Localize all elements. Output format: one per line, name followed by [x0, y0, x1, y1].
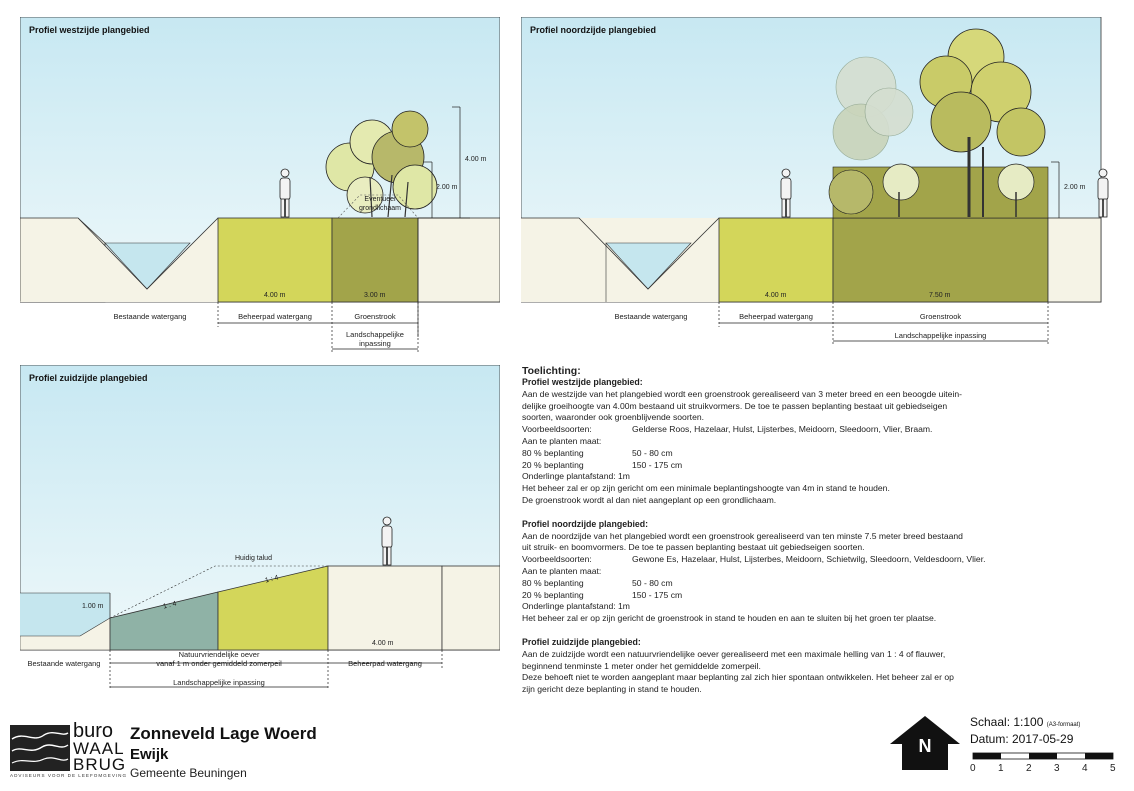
logo-brug: BRUG: [73, 755, 127, 774]
label-inpassing: Landschappelijke inpassing: [346, 330, 404, 348]
north-arrow-icon: [890, 716, 960, 770]
scale-tick: 1: [998, 763, 1004, 774]
west-text: Aan de westzijde van het plangebied word…: [522, 388, 963, 423]
scale-ticks: 0 1 2 3 4 5: [970, 763, 1130, 777]
dim-groenstrook: 3.00 m: [364, 292, 386, 299]
dim-height-2m: 2.00 m: [436, 184, 458, 191]
person-silhouette: [381, 516, 393, 566]
profile-south-drawing: [20, 365, 500, 690]
profile-north-drawing: [521, 17, 1109, 344]
label-huidig-talud: Huidig talud: [235, 555, 272, 562]
profile-north: Profiel noordzijde plangebied 4.00 m 7.5…: [521, 17, 1121, 347]
scale-bar: [972, 752, 1114, 760]
dim-beheerpad: 4.00 m: [372, 640, 394, 647]
label-groenstrook: Groenstrook: [354, 312, 396, 321]
explanation-heading: Toelichting:: [522, 365, 581, 377]
person-silhouette-right: [1097, 168, 1109, 218]
dim-beheerpad: 4.00 m: [264, 292, 286, 299]
label-watergang: Bestaande watergang: [614, 312, 688, 321]
north-letter: N: [918, 736, 932, 756]
north-afstand: Onderlinge plantafstand: 1m: [522, 601, 630, 612]
west-beheer: Het beheer zal er op zijn gericht om een…: [522, 483, 890, 494]
west-afstand: Onderlinge plantafstand: 1m: [522, 471, 630, 482]
label-beheerpad: Beheerpad watergang: [739, 312, 813, 321]
project-municipality: Gemeente Beuningen: [130, 766, 247, 780]
label-beheerpad: Beheerpad watergang: [348, 659, 422, 668]
scale-tick: 4: [1082, 763, 1088, 774]
scale-tick: 2: [1026, 763, 1032, 774]
logo-subtitle: ADVISEURS VOOR DE LEEFOMGEVING: [10, 773, 128, 778]
scale-tick: 3: [1054, 763, 1060, 774]
west-maat: Aan te planten maat:: [522, 435, 602, 446]
south-text: Aan de zuidzijde wordt een natuurvriende…: [522, 648, 954, 695]
north-maat: Aan te planten maat:: [522, 565, 602, 576]
profile-south: Profiel zuidzijde plangebied Huidig talu…: [20, 365, 500, 695]
label-groenstrook: Groenstrook: [919, 312, 962, 321]
north-species-row: Voorbeeldsoorten:Gewone Es, Hazelaar, Hu…: [522, 554, 986, 565]
label-oever: Natuurvriendelijke oever vanaf 1 m onder…: [156, 650, 282, 668]
south-heading: Profiel zuidzijde plangebied:: [522, 636, 641, 647]
dim-height-2m: 2.00 m: [1064, 184, 1086, 191]
logo-buro: buro: [73, 720, 114, 742]
label-watergang: Bestaande watergang: [27, 659, 101, 668]
dim-groenstrook: 7.50 m: [929, 292, 951, 299]
west-grond: De groenstrook wordt al dan niet aangepl…: [522, 494, 777, 505]
dim-height-1m: 1.00 m: [82, 603, 104, 610]
logo-mark: [10, 725, 70, 771]
scale-tick: 5: [1110, 763, 1116, 774]
label-inpassing: Landschappelijke inpassing: [173, 678, 265, 687]
logo-waal: WAAL: [73, 739, 125, 758]
person-silhouette-left: [780, 168, 792, 218]
profile-west-drawing: [20, 17, 500, 352]
scale-label: Schaal: 1:100 (A3-formaat): [970, 715, 1081, 729]
tree-cluster: [828, 28, 1049, 219]
west-species-row: Voorbeeldsoorten:Gelderse Roos, Hazelaar…: [522, 424, 933, 435]
west-heading: Profiel westzijde plangebied:: [522, 377, 643, 387]
north-heading: Profiel noordzijde plangebied:: [522, 518, 649, 529]
title-block: buro WAAL BRUG ADVISEURS VOOR DE LEEFOMG…: [0, 715, 1134, 791]
north-text: Aan de noordzijde van het plangebied wor…: [522, 530, 963, 553]
profile-west-title: Profiel westzijde plangebied: [29, 25, 150, 35]
north-beheer: Het beheer zal er op zijn gericht de gro…: [522, 613, 937, 624]
scale-tick: 0: [970, 763, 976, 774]
dim-height-4m: 4.00 m: [465, 156, 487, 163]
label-grondlichaam: Eventueel grondlichaam: [358, 196, 402, 212]
person-silhouette: [279, 168, 291, 218]
label-beheerpad: Beheerpad watergang: [238, 312, 312, 321]
label-watergang: Bestaande watergang: [113, 312, 187, 321]
profile-north-title: Profiel noordzijde plangebied: [530, 25, 657, 35]
profile-south-title: Profiel zuidzijde plangebied: [29, 373, 148, 383]
label-inpassing: Landschappelijke inpassing: [894, 331, 987, 340]
profile-west: Profiel westzijde plangebied 4.00 m 3.00…: [20, 17, 500, 357]
dim-beheerpad: 4.00 m: [765, 292, 787, 299]
date-label: Datum: 2017-05-29: [970, 732, 1074, 746]
shrub-cluster: [325, 110, 438, 218]
explanation-text: Toelichting: Profiel westzijde plangebie…: [522, 365, 1022, 696]
project-title: Zonneveld Lage Woerd: [130, 724, 317, 743]
project-place: Ewijk: [130, 746, 169, 763]
